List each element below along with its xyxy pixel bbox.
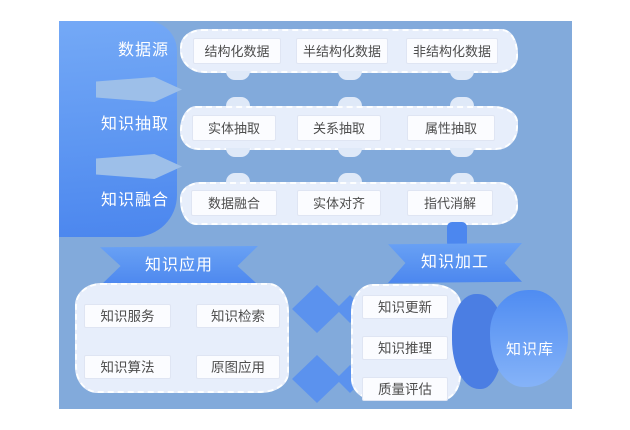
node-entity-alignment: 实体对齐 (297, 190, 381, 216)
row-connector-tab (338, 97, 362, 106)
node-quality-evaluation: 质量评估 (362, 377, 448, 401)
double-diamond-arrow-icon (292, 355, 342, 403)
node-relation-extraction: 关系抽取 (297, 115, 381, 141)
row-connector-tab (226, 148, 250, 157)
row-connector-tab (450, 173, 474, 182)
node-unstructured-data: 非结构化数据 (406, 38, 498, 64)
stage-label-data-source: 数据源 (117, 42, 169, 59)
node-coreference-resolution: 指代消解 (407, 190, 493, 216)
node-knowledge-service: 知识服务 (84, 304, 171, 328)
knowledge-base-blob (490, 290, 568, 387)
node-knowledge-retrieval: 知识检索 (196, 304, 280, 328)
banner-knowledge-processing: 知识加工 (388, 243, 522, 283)
node-data-fusion: 数据融合 (191, 190, 277, 216)
stage-label-knowledge-extraction: 知识抽取 (100, 116, 169, 133)
stage-label-band (59, 21, 177, 237)
double-diamond-arrow-icon (292, 285, 342, 333)
stage-label-knowledge-fusion: 知识融合 (100, 192, 169, 209)
row-connector-tab (450, 148, 474, 157)
fusion-to-processing-connector (447, 222, 467, 250)
node-attribute-extraction: 属性抽取 (407, 115, 495, 141)
row-connector-tab (338, 148, 362, 157)
row-connector-tab (226, 173, 250, 182)
knowledge-base-label: 知识库 (505, 341, 554, 358)
row-connector-tab (226, 97, 250, 106)
node-structured-data: 结构化数据 (193, 38, 281, 64)
node-knowledge-algorithm: 知识算法 (84, 355, 171, 379)
row-connector-tab (338, 173, 362, 182)
node-knowledge-reasoning: 知识推理 (362, 336, 448, 360)
banner-knowledge-application: 知识应用 (100, 246, 258, 286)
node-knowledge-update: 知识更新 (362, 295, 448, 319)
row-connector-tab (226, 71, 250, 80)
diagram-background: 数据源 知识抽取 知识融合 结构化数据 半结构化数据 非结构化数据 实体抽取 关… (59, 21, 572, 409)
row-connector-tab (450, 97, 474, 106)
node-semi-structured-data: 半结构化数据 (296, 38, 388, 64)
node-entity-extraction: 实体抽取 (192, 115, 276, 141)
row-connector-tab (338, 71, 362, 80)
row-connector-tab (450, 71, 474, 80)
node-graph-application: 原图应用 (196, 355, 280, 379)
